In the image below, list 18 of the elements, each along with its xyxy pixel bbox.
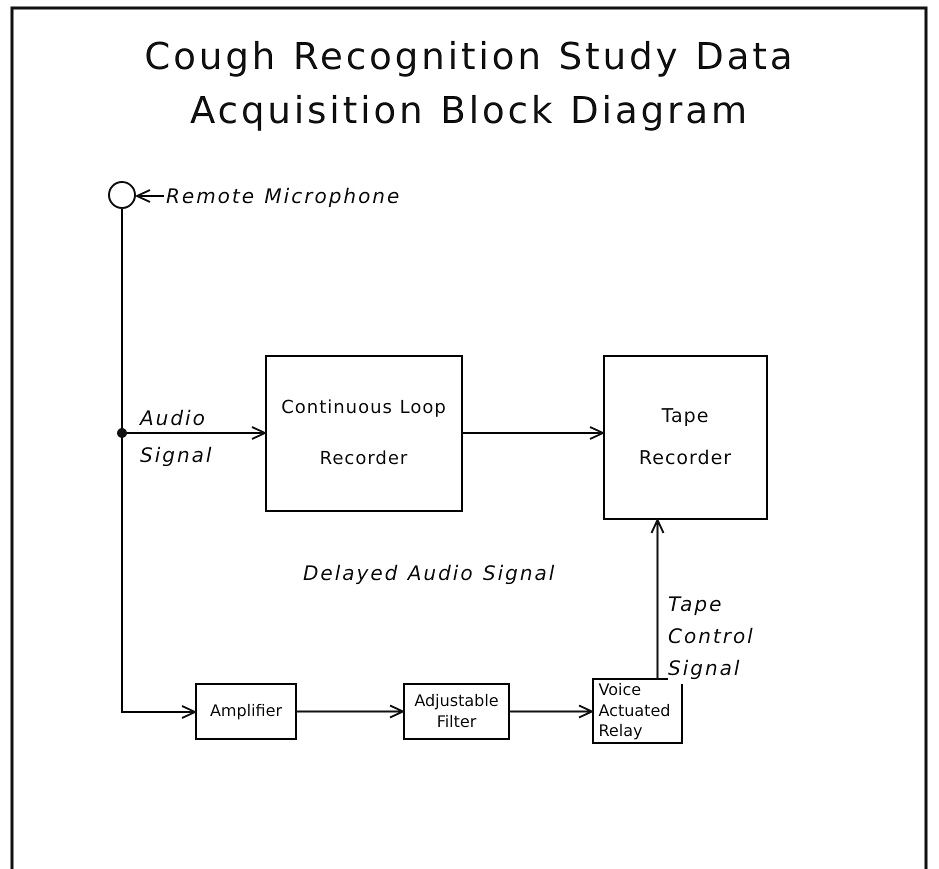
callout-text: Remote Microphone — [166, 183, 402, 210]
arrow — [650, 519, 664, 678]
microphone-circle — [108, 181, 136, 209]
arrow — [463, 426, 604, 440]
process-box — [265, 355, 463, 512]
box-label: Tape Recorder — [638, 404, 734, 470]
leader-line — [136, 189, 164, 203]
box-label: Continuous Loop Recorder — [280, 396, 448, 470]
box-label: Adjustable Filter — [413, 690, 500, 732]
diagram-title: Cough Recognition Study Data Acquisition Block Diagram — [143, 34, 797, 134]
process-box — [195, 683, 297, 740]
box-label: Amplifier — [210, 701, 282, 722]
edge-label: Audio Signal — [140, 405, 214, 469]
process-box — [603, 355, 768, 520]
arrow — [297, 704, 404, 718]
process-box — [403, 683, 510, 740]
arrow — [510, 704, 593, 718]
process-box — [592, 678, 683, 744]
